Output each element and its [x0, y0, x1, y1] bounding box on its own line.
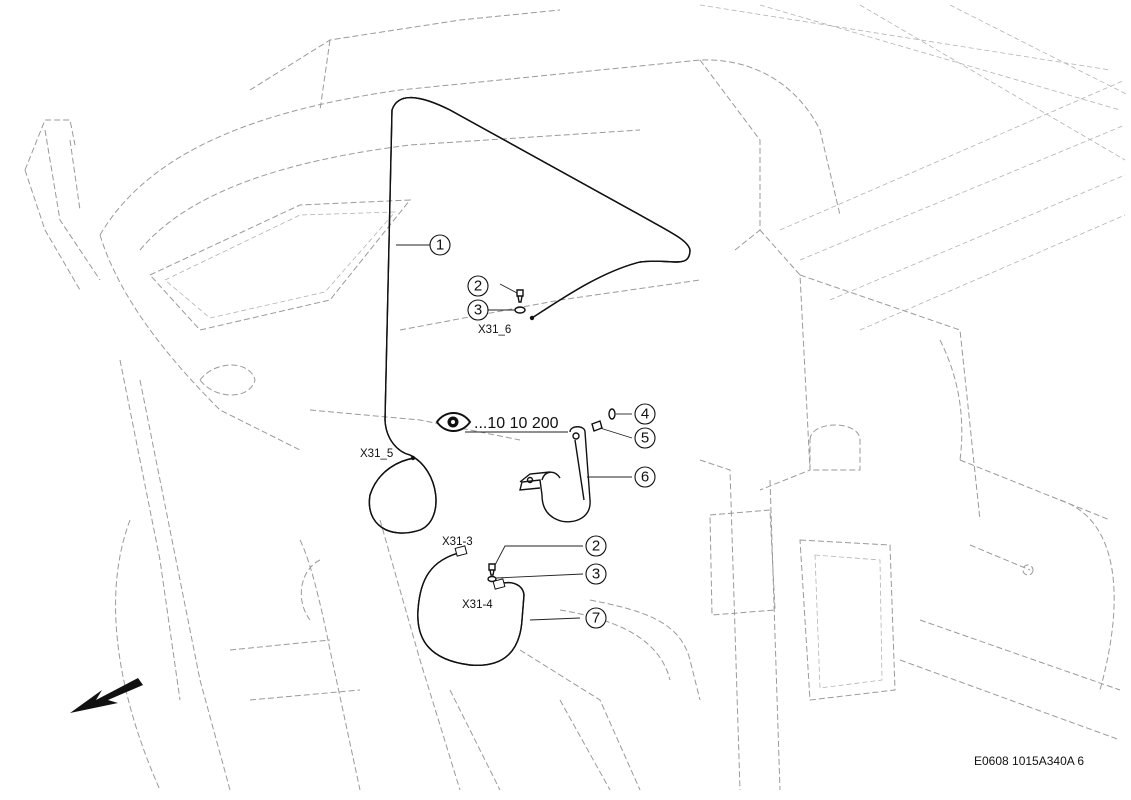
svg-text:4: 4 — [641, 406, 649, 423]
callout-5: 5 — [634, 427, 656, 449]
cable-harness-1 — [368, 96, 691, 534]
callout-2-lower: 2 — [585, 535, 607, 557]
connector-label-x31-6: X31_6 — [478, 324, 511, 336]
ground-strap-bracket-6 — [519, 426, 591, 523]
hardware — [487, 289, 616, 583]
leader-lines — [396, 244, 633, 621]
svg-text:2: 2 — [474, 278, 482, 295]
svg-text:7: 7 — [592, 610, 600, 627]
connector-label-x31-4: X31-4 — [462, 599, 493, 611]
reference-text: ...10 10 200 — [474, 415, 559, 432]
svg-text:2: 2 — [592, 538, 600, 555]
connector-label-x31-5: X31_5 — [360, 448, 393, 460]
machine-background — [24, 4, 1129, 791]
callout-2-upper: 2 — [467, 275, 489, 297]
callout-3-lower: 3 — [585, 563, 607, 585]
drawing-code: E0608 1015A340A 6 — [974, 754, 1084, 768]
callout-7: 7 — [585, 607, 607, 629]
svg-text:3: 3 — [592, 566, 600, 583]
callout-6: 6 — [634, 466, 656, 488]
svg-text:3: 3 — [474, 302, 482, 319]
callout-1: 1 — [429, 234, 451, 256]
callout-3-upper: 3 — [467, 299, 489, 321]
svg-text:6: 6 — [641, 469, 649, 486]
svg-text:5: 5 — [641, 430, 649, 447]
connector-label-x31-3: X31-3 — [442, 536, 473, 548]
eye-icon — [435, 412, 472, 432]
callout-4: 4 — [634, 403, 656, 425]
arrow-icon — [70, 678, 143, 713]
svg-text:1: 1 — [436, 237, 444, 254]
cable-harness-7 — [417, 545, 525, 666]
